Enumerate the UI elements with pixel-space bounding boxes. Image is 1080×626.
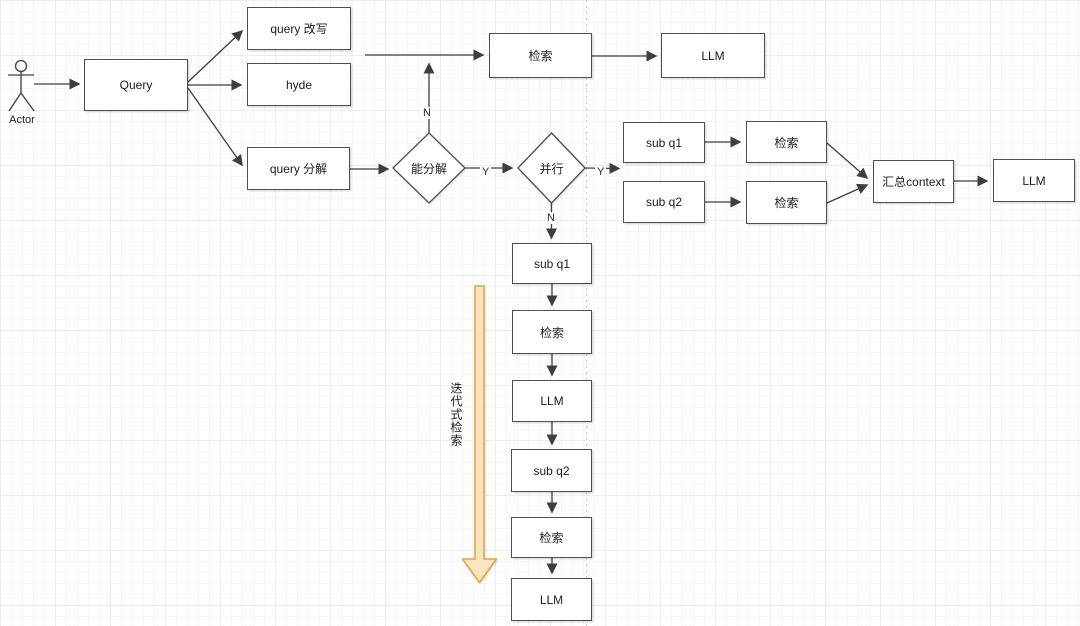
iterative-arrow: [461, 285, 498, 584]
node-llm-right: LLM: [993, 159, 1075, 202]
node-sub-q1-seq: sub q1: [512, 243, 592, 284]
node-retrieve-par1: 检索: [746, 121, 827, 163]
node-sub-q2-parallel: sub q2: [623, 181, 705, 223]
edges: [34, 29, 989, 575]
node-merge-context: 汇总context: [873, 160, 954, 203]
decision-can-decompose: [392, 132, 466, 204]
actor-label: Actor: [9, 114, 35, 126]
edge-label-n-parallel: N: [545, 212, 557, 224]
node-sub-q2-seq: sub q2: [511, 449, 592, 492]
node-llm-seq2: LLM: [511, 578, 592, 621]
edge-label-n-top: N: [421, 107, 433, 119]
edge-label-y-decompose: Y: [480, 166, 492, 178]
edge-label-y-parallel: Y: [595, 166, 607, 178]
node-retrieve-top: 检索: [489, 33, 592, 78]
node-retrieve-seq1: 检索: [512, 310, 592, 354]
actor-icon: [8, 59, 35, 112]
node-retrieve-seq2: 检索: [511, 517, 592, 558]
iterative-retrieval-annotation: 迭代式检索: [449, 382, 463, 447]
node-query-rewrite: query 改写: [247, 7, 351, 50]
node-llm-seq1: LLM: [512, 380, 592, 422]
node-query: Query: [84, 59, 188, 111]
node-sub-q1-parallel: sub q1: [623, 122, 705, 163]
node-llm-top: LLM: [661, 33, 765, 78]
node-retrieve-par2: 检索: [746, 181, 827, 224]
decision-parallel: [517, 132, 586, 204]
node-query-decompose: query 分解: [247, 147, 350, 190]
node-hyde: hyde: [247, 63, 351, 106]
